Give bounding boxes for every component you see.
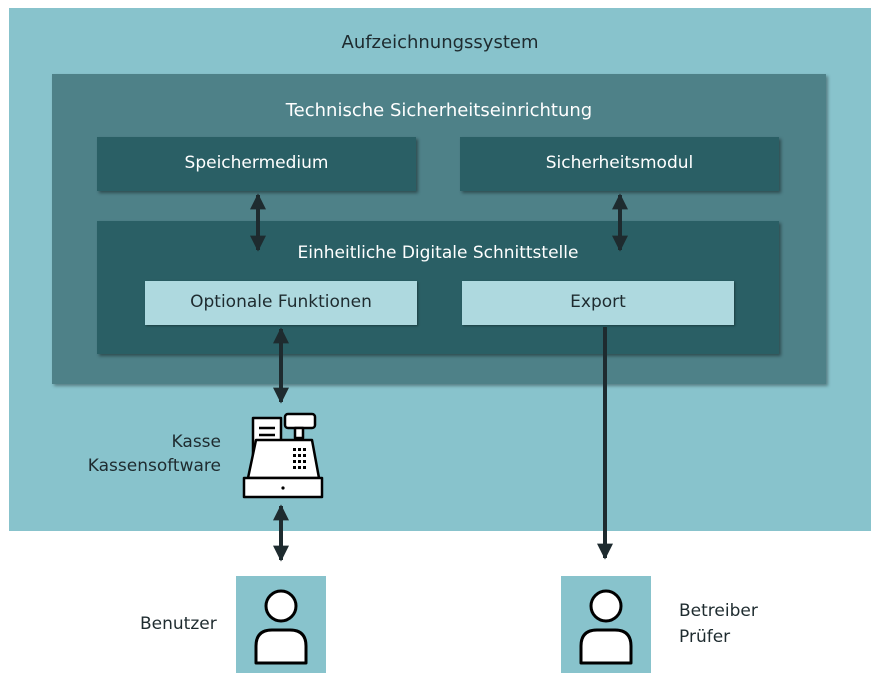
storage-medium-label: Speichermedium	[184, 153, 329, 173]
recording-system-title: Aufzeichnungssystem	[341, 32, 539, 53]
digital-interface-title: Einheitliche Digitale Schnittstelle	[297, 243, 579, 263]
optional-functions-box: Optionale Funktionen	[145, 281, 417, 325]
export-box: Export	[462, 281, 734, 325]
user-label: Benutzer	[140, 614, 217, 634]
storage-medium-box: Speichermedium	[97, 137, 416, 191]
tse-title: Technische Sicherheitseinrichtung	[285, 100, 593, 121]
operator-label: Betreiber Prüfer	[679, 598, 758, 650]
security-module-box: Sicherheitsmodul	[460, 137, 779, 191]
register-label: Kasse Kassensoftware	[88, 430, 221, 478]
operator-label-line-2: Prüfer	[679, 627, 731, 647]
operator-person-icon	[561, 576, 651, 673]
user-person-icon	[236, 576, 326, 673]
export-label: Export	[570, 292, 626, 312]
optional-functions-label: Optionale Funktionen	[190, 292, 372, 312]
security-module-label: Sicherheitsmodul	[545, 153, 694, 173]
operator-label-line-1: Betreiber	[679, 601, 758, 621]
register-label-line-1: Kasse	[171, 432, 221, 452]
register-label-line-2: Kassensoftware	[87, 456, 221, 476]
